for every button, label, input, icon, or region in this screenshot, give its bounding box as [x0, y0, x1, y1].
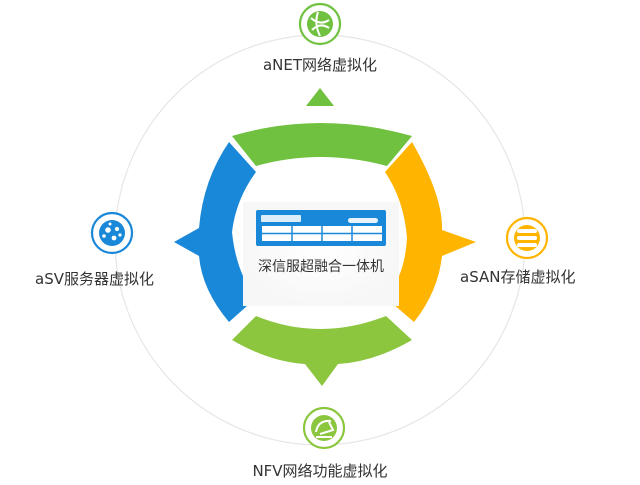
center-unit: [243, 202, 399, 306]
ring-segment-top: [232, 123, 412, 166]
network-function-icon: [302, 406, 346, 450]
ring-segment-left: [174, 142, 256, 322]
server-cluster-icon: [90, 211, 134, 255]
module-label-asv: aSV服务器虚拟化: [35, 270, 154, 288]
network-globe-icon: [298, 2, 342, 46]
center-title: 深信服超融合一体机: [258, 259, 384, 275]
storage-stack-icon: [505, 216, 549, 260]
ring-segment-bottom: [232, 316, 412, 386]
module-label-asan: aSAN存储虚拟化: [460, 268, 576, 286]
module-label-nfv: NFV网络功能虚拟化: [252, 462, 388, 480]
ring-arrow-top: [306, 88, 334, 106]
ring-segment-right: [385, 142, 476, 322]
module-label-anet: aNET网络虚拟化: [262, 56, 378, 74]
